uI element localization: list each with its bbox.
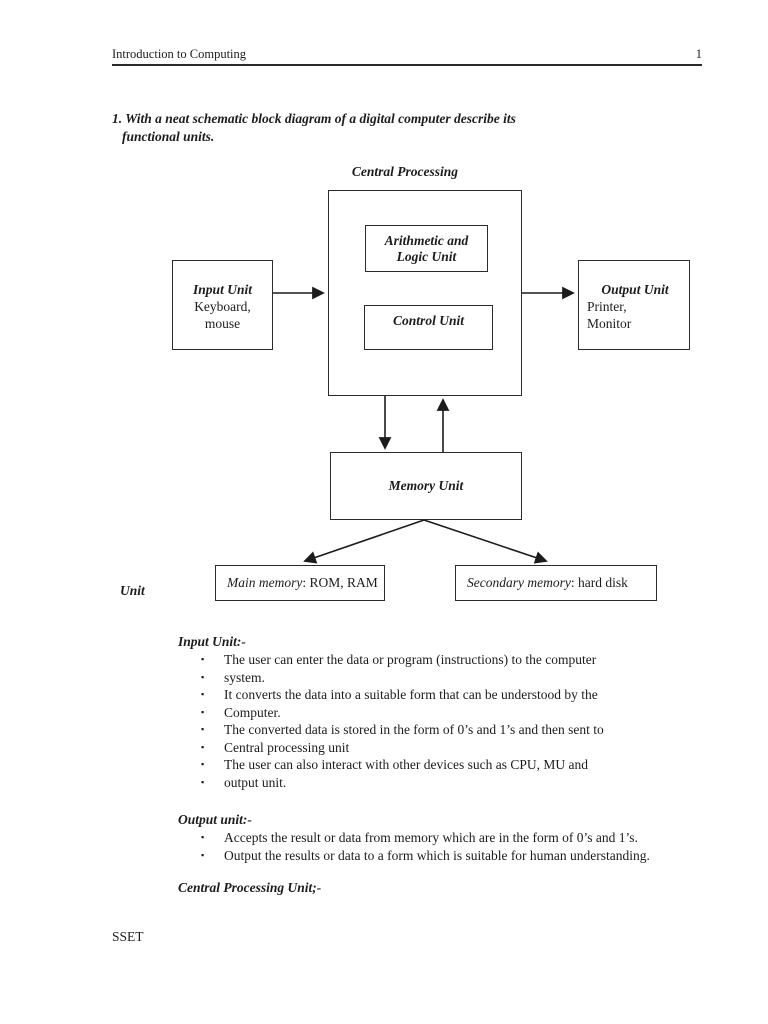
question-line-2: functional units. <box>122 129 215 144</box>
bullet-item: ▪The converted data is stored in the for… <box>178 721 734 739</box>
input-unit-title: Input Unit <box>193 282 252 297</box>
bullet-icon: ▪ <box>201 776 205 787</box>
diagram-title: Central Processing <box>351 164 459 179</box>
stray-unit-label: Unit <box>120 583 145 598</box>
arrow-memory-to-main-memory <box>303 519 425 564</box>
main-memory-label: Main memory: ROM, RAM <box>227 575 378 590</box>
input-unit-line-2: mouse <box>204 316 241 331</box>
output-unit-title: Output Unit <box>601 282 669 297</box>
question-line-1: 1. With a neat schematic block diagram o… <box>112 111 516 126</box>
bullet-icon: ▪ <box>201 671 205 682</box>
section-heading-input-unit: Input Unit:- <box>178 634 246 649</box>
bullet-icon: ▪ <box>201 832 205 842</box>
bullet-item: ▪It converts the data into a suitable fo… <box>178 686 734 704</box>
question-text: 1. With a neat schematic block diagram o… <box>112 110 692 146</box>
secondary-memory-label: Secondary memory: hard disk <box>467 575 628 590</box>
input-unit-box: Input Unit Keyboard, mouse <box>172 260 273 350</box>
bullet-item: ▪The user can enter the data or program … <box>178 651 734 669</box>
page-header: Introduction to Computing 1 <box>112 44 702 66</box>
cpu-box <box>328 190 522 396</box>
alu-box: Arithmetic and Logic Unit <box>365 225 488 272</box>
alu-label: Arithmetic and Logic Unit <box>384 232 469 264</box>
memory-unit-label: Memory Unit <box>388 478 464 493</box>
output-unit-line-2: Monitor <box>587 316 632 331</box>
output-unit-line-1: Printer, <box>587 299 627 314</box>
section-heading-cpu: Central Processing Unit;- <box>178 880 322 895</box>
bullet-item: ▪The user can also interact with other d… <box>178 756 734 774</box>
section-heading-output-unit: Output unit:- <box>178 812 252 827</box>
input-unit-line-1: Keyboard, <box>194 299 251 314</box>
bullet-icon: ▪ <box>201 689 205 699</box>
output-unit-box: Output Unit Printer, Monitor <box>578 260 690 350</box>
footer-text: SSET <box>112 929 144 944</box>
memory-unit-box: Memory Unit <box>330 452 522 520</box>
bullet-icon: ▪ <box>201 741 205 752</box>
bullet-icon: ▪ <box>201 724 205 734</box>
bullet-icon: ▪ <box>201 759 205 769</box>
control-unit-label: Control Unit <box>393 313 464 328</box>
control-unit-box: Control Unit <box>364 305 493 350</box>
header-title: Introduction to Computing <box>112 47 247 61</box>
header-page-number: 1 <box>695 47 702 61</box>
bullet-icon: ▪ <box>201 654 205 664</box>
bullet-item: ▪Output the results or data to a form wh… <box>178 847 734 865</box>
bullet-item: ▪Central processing unit <box>178 739 734 757</box>
bullet-item: ▪system. <box>178 669 734 687</box>
main-memory-box: Main memory: ROM, RAM <box>215 565 385 601</box>
bullet-icon: ▪ <box>201 706 205 717</box>
bullet-item: ▪output unit. <box>178 774 734 792</box>
bullet-icon: ▪ <box>201 849 205 860</box>
block-diagram: Central Processing Arithmetic and Logic … <box>0 158 768 620</box>
bullet-item: ▪Computer. <box>178 704 734 722</box>
arrow-memory-to-secondary-memory <box>423 519 548 564</box>
body-text: Input Unit:- ▪The user can enter the dat… <box>178 633 734 897</box>
bullet-item: ▪Accepts the result or data from memory … <box>178 829 734 847</box>
secondary-memory-box: Secondary memory: hard disk <box>455 565 657 601</box>
